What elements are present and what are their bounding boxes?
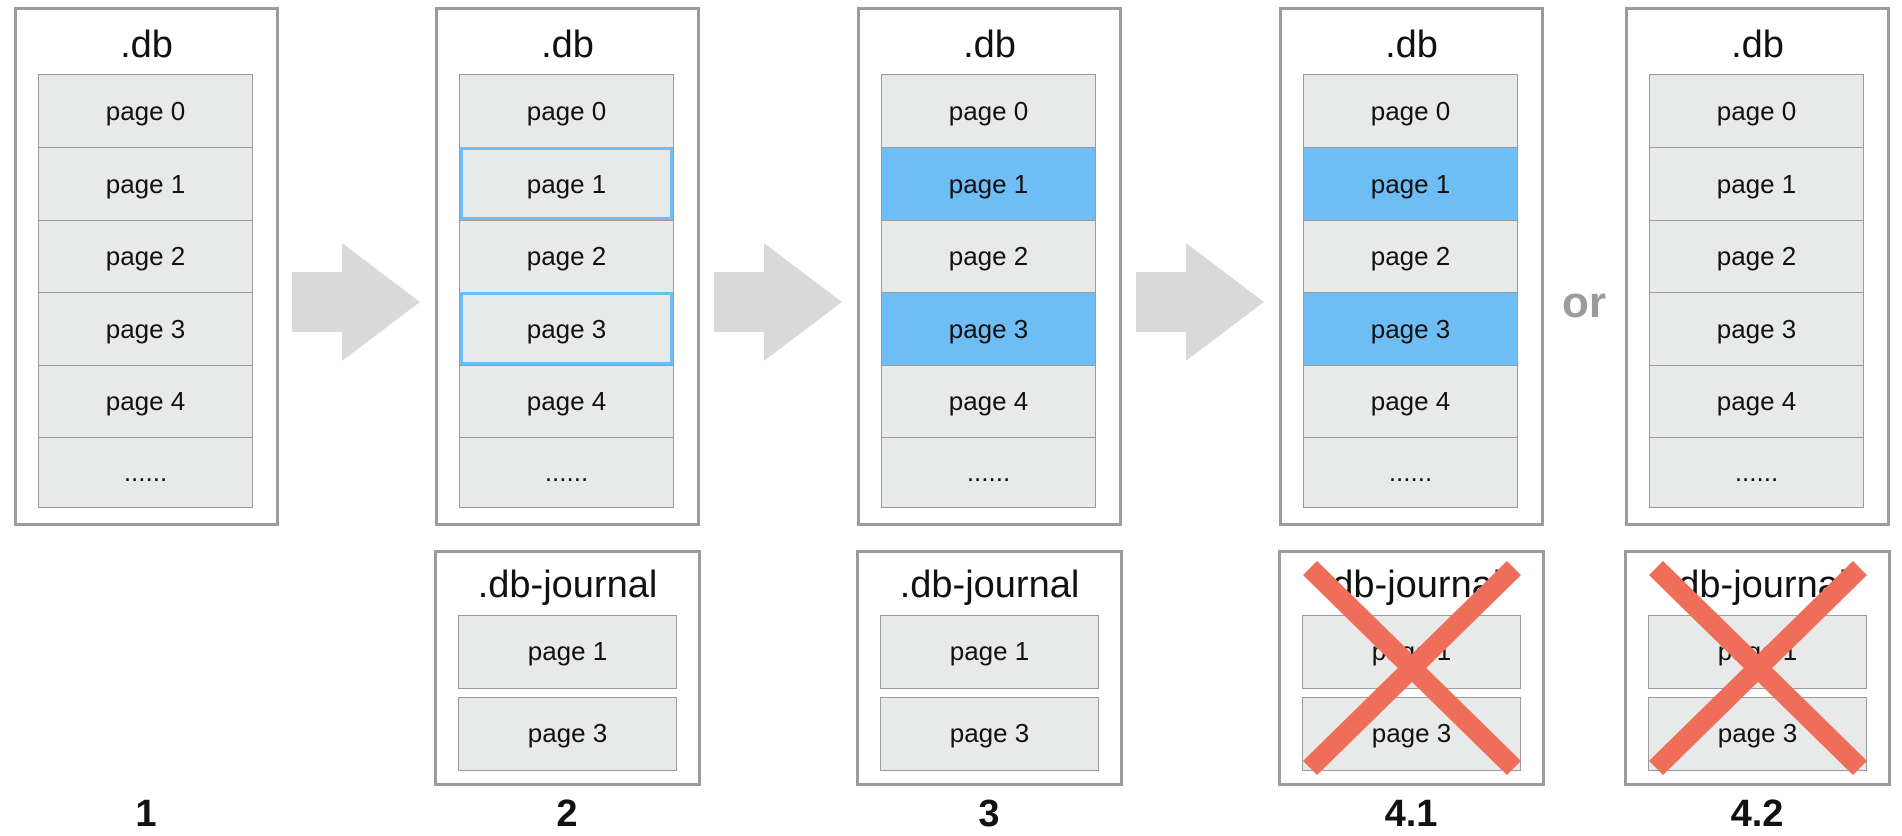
db-page-2: page 2: [882, 220, 1095, 292]
db-file-step-4-1: .db page 0 page 1 page 2 page 3 page 4 .…: [1279, 7, 1544, 526]
db-page-4: page 4: [460, 365, 673, 437]
journal-page-3-label: page 3: [459, 698, 676, 769]
db-page-list: page 0 page 1 page 2 page 3 page 4 .....…: [38, 74, 253, 508]
x-cross-icon: [1648, 560, 1868, 776]
db-file-step-3: .db page 0 page 1 page 2 page 3 page 4 .…: [857, 7, 1122, 526]
journal-page-1-label: page 1: [881, 616, 1098, 687]
step-label-3: 3: [978, 793, 1000, 835]
db-page-0: page 0: [460, 75, 673, 147]
db-file-title: .db: [963, 24, 1016, 66]
db-page-1: page 1: [1650, 147, 1863, 220]
step-label-4-1: 4.1: [1384, 793, 1438, 835]
step-label-1: 1: [135, 793, 157, 835]
db-page-4: page 4: [1304, 365, 1517, 437]
db-page-1-written: page 1: [882, 147, 1095, 220]
db-page-3-written: page 3: [882, 292, 1095, 365]
db-page-0: page 0: [1304, 75, 1517, 147]
db-page-list: page 0 page 1 page 2 page 3 page 4 .....…: [881, 74, 1096, 508]
db-page-list: page 0 page 1 page 2 page 3 page 4 .....…: [1649, 74, 1864, 508]
db-page-0: page 0: [39, 75, 252, 147]
db-page-more: ......: [39, 437, 252, 506]
db-page-3-written: page 3: [1304, 292, 1517, 365]
db-page-2: page 2: [1650, 220, 1863, 292]
db-file-step-4-2: .db page 0 page 1 page 2 page 3 page 4 .…: [1625, 7, 1890, 526]
right-arrow-icon: [292, 243, 420, 361]
journal-file-title: .db-journal: [899, 564, 1080, 606]
db-page-more: ......: [460, 437, 673, 506]
db-page-3: page 3: [39, 292, 252, 365]
right-arrow-icon: [1136, 243, 1264, 361]
db-page-3: page 3: [1650, 292, 1863, 365]
db-page-more: ......: [1304, 437, 1517, 506]
db-file-title: .db: [1385, 24, 1438, 66]
journal-page-3: page 3: [880, 697, 1099, 771]
journal-page-3: page 3: [458, 697, 677, 771]
db-page-list: page 0 page 1 page 2 page 3 page 4 .....…: [1303, 74, 1518, 508]
db-file-title: .db: [541, 24, 594, 66]
journal-page-1-label: page 1: [459, 616, 676, 687]
or-separator: or: [1562, 278, 1606, 327]
journal-page-1: page 1: [458, 615, 677, 689]
db-page-1-marked: page 1: [460, 147, 673, 220]
db-page-list: page 0 page 1 page 2 page 3 page 4 .....…: [459, 74, 674, 508]
db-page-4: page 4: [882, 365, 1095, 437]
journal-file-step-3: .db-journal page 1 page 3: [856, 550, 1123, 786]
db-page-2: page 2: [39, 220, 252, 292]
db-page-1: page 1: [39, 147, 252, 220]
db-file-title: .db: [1731, 24, 1784, 66]
db-page-0: page 0: [882, 75, 1095, 147]
journal-file-title: .db-journal: [477, 564, 658, 606]
db-page-more: ......: [882, 437, 1095, 506]
db-file-step-1: .db page 0 page 1 page 2 page 3 page 4 .…: [14, 7, 279, 526]
step-label-2: 2: [556, 793, 578, 835]
x-cross-icon: [1302, 560, 1522, 776]
db-page-0: page 0: [1650, 75, 1863, 147]
db-page-2: page 2: [460, 220, 673, 292]
db-page-1-written: page 1: [1304, 147, 1517, 220]
journal-file-step-2: .db-journal page 1 page 3: [434, 550, 701, 786]
right-arrow-icon: [714, 243, 842, 361]
db-page-more: ......: [1650, 437, 1863, 506]
db-page-2: page 2: [1304, 220, 1517, 292]
db-file-step-2: .db page 0 page 1 page 2 page 3 page 4 .…: [435, 7, 700, 526]
db-page-3-marked: page 3: [460, 292, 673, 365]
db-file-title: .db: [120, 24, 173, 66]
journal-page-1: page 1: [880, 615, 1099, 689]
db-page-4: page 4: [1650, 365, 1863, 437]
step-label-4-2: 4.2: [1730, 793, 1784, 835]
journal-page-3-label: page 3: [881, 698, 1098, 769]
db-page-4: page 4: [39, 365, 252, 437]
